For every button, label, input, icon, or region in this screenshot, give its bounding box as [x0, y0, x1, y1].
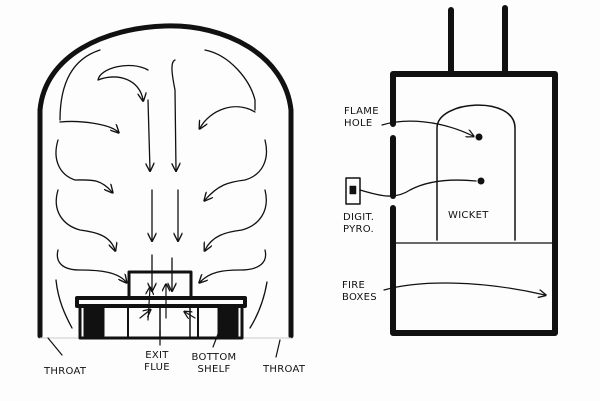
pyrometer	[345, 177, 361, 205]
spy-hole-lower	[477, 177, 485, 185]
digit-pyro-line1: Digit.	[343, 212, 375, 223]
spy-hole-top	[475, 133, 483, 141]
exit-flue	[127, 270, 193, 300]
wicket-label: Wicket	[448, 210, 489, 221]
flame-hole-line2: Hole	[344, 118, 373, 129]
left-firebox	[83, 305, 105, 337]
kiln-cross-section	[37, 23, 294, 340]
exit-flue-line2: Flue	[144, 362, 170, 373]
fire-boxes-label: Fire Boxes	[342, 280, 377, 304]
right-firebox	[217, 305, 239, 337]
throat-right-label: Throat	[263, 364, 306, 375]
bottom-shelf-line2: Shelf	[197, 364, 231, 375]
throat-left-label: Throat	[44, 366, 87, 377]
fire-boxes-line1: Fire	[342, 280, 366, 291]
digit-pyro-label: Digit. Pyro.	[343, 212, 374, 236]
kiln-front-view	[345, 5, 558, 336]
flue-base	[78, 304, 244, 340]
digit-pyro-line2: Pyro.	[343, 224, 375, 235]
flame-hole-line1: Flame	[344, 106, 379, 117]
bottom-shelf-line1: Bottom	[191, 352, 237, 363]
kiln-arch-wall	[37, 23, 294, 339]
kiln-front-outline	[390, 71, 558, 336]
flame-hole-label: Flame Hole	[344, 106, 379, 130]
bottom-shelf-label: Bottom Shelf	[188, 352, 240, 376]
exit-flue-line1: Exit	[145, 350, 169, 361]
exit-flue-label: Exit Flue	[134, 350, 180, 374]
fire-boxes-line2: Boxes	[342, 292, 377, 303]
